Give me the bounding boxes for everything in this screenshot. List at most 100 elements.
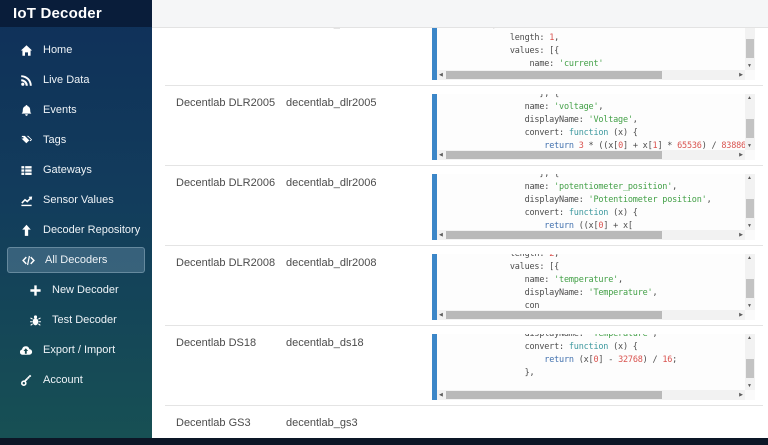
decoder-id: decentlab_gs3: [286, 417, 358, 429]
tags-icon: [18, 134, 34, 147]
code-preview[interactable]: length: 2, values: [{ name: 'temperature…: [432, 254, 755, 320]
sidebar-item-events[interactable]: Events: [0, 95, 152, 125]
scroll-right-icon[interactable]: ▶: [739, 392, 743, 398]
key-icon: [18, 374, 34, 387]
vertical-scrollbar[interactable]: ▲ ▼: [745, 94, 755, 150]
code-text: displayName: 'Temperature', convert: fun…: [437, 334, 745, 390]
code-text: }, { name: 'voltage', displayName: 'Volt…: [437, 94, 745, 150]
bottom-bar: [0, 438, 768, 445]
decoder-id: decentlab_dlr2006: [286, 177, 377, 189]
horizontal-scrollbar[interactable]: ◀ ▶: [437, 390, 745, 400]
code-line: length: 2,: [441, 254, 560, 259]
vertical-scrollbar-thumb[interactable]: [746, 38, 754, 58]
table-row[interactable]: Decentlab DLR2004 decentlab_dlr2004 { le…: [165, 6, 763, 86]
sidebar-item-test-decoder[interactable]: Test Decoder: [0, 305, 152, 335]
sidebar-item-decoder-repository[interactable]: Decoder Repository: [0, 215, 152, 245]
table-row[interactable]: Decentlab GS3 decentlab_gs3: [165, 406, 763, 445]
scrollbar-corner: [745, 390, 755, 400]
code-line: displayName: 'Temperature',: [441, 288, 658, 298]
code-line: name: 'potentiometer_position',: [441, 182, 678, 192]
scroll-down-icon[interactable]: ▼: [747, 143, 752, 149]
sidebar-item-all-decoders[interactable]: All Decoders: [7, 247, 145, 273]
code-viewport[interactable]: }, { name: 'potentiometer_position', dis…: [437, 174, 745, 230]
vertical-scrollbar-thumb[interactable]: [746, 358, 754, 378]
sidebar-item-tags[interactable]: Tags: [0, 125, 152, 155]
scroll-left-icon[interactable]: ◀: [439, 72, 443, 78]
scroll-right-icon[interactable]: ▶: [739, 232, 743, 238]
decoder-id: decentlab_dlr2005: [286, 97, 377, 109]
scrollbar-corner: [745, 150, 755, 160]
list-icon: [18, 164, 34, 177]
sidebar-item-live-data[interactable]: Live Data: [0, 65, 152, 95]
code-preview[interactable]: }, { name: 'potentiometer_position', dis…: [432, 174, 755, 240]
sidebar-item-sensor-values[interactable]: Sensor Values: [0, 185, 152, 215]
scroll-right-icon[interactable]: ▶: [739, 72, 743, 78]
code-viewport[interactable]: length: 2, values: [{ name: 'temperature…: [437, 254, 745, 310]
scroll-up-icon[interactable]: ▲: [747, 255, 752, 261]
sidebar-item-export-import[interactable]: Export / Import: [0, 335, 152, 365]
decoder-name: Decentlab GS3: [176, 417, 251, 429]
vertical-scrollbar[interactable]: ▲ ▼: [745, 254, 755, 310]
horizontal-scrollbar[interactable]: ◀ ▶: [437, 70, 745, 80]
code-viewport[interactable]: }, { name: 'voltage', displayName: 'Volt…: [437, 94, 745, 150]
arrow-up-icon: [18, 224, 34, 237]
horizontal-scrollbar[interactable]: ◀ ▶: [437, 230, 745, 240]
table-row[interactable]: Decentlab DLR2008 decentlab_dlr2008 leng…: [165, 246, 763, 326]
horizontal-scrollbar[interactable]: ◀ ▶: [437, 310, 745, 320]
code-accent-bar: [432, 334, 437, 400]
scroll-down-icon[interactable]: ▼: [747, 383, 752, 389]
sidebar-item-gateways[interactable]: Gateways: [0, 155, 152, 185]
code-line: convert: function (x) {: [441, 128, 638, 138]
table-row[interactable]: Decentlab DS18 decentlab_ds18 displayNam…: [165, 326, 763, 406]
scroll-left-icon[interactable]: ◀: [439, 392, 443, 398]
sidebar-item-home[interactable]: Home: [0, 35, 152, 65]
code-line: length: 1,: [441, 33, 560, 43]
scroll-up-icon[interactable]: ▲: [747, 95, 752, 101]
scroll-up-icon[interactable]: ▲: [747, 175, 752, 181]
scrollbar-corner: [745, 310, 755, 320]
decoder-table: Decentlab DLR2004 decentlab_dlr2004 { le…: [152, 6, 768, 445]
horizontal-scrollbar-thumb[interactable]: [446, 151, 662, 159]
code-line: values: [{: [441, 46, 560, 56]
scroll-down-icon[interactable]: ▼: [747, 303, 752, 309]
horizontal-scrollbar-thumb[interactable]: [446, 231, 662, 239]
vertical-scrollbar[interactable]: ▲ ▼: [745, 334, 755, 390]
scroll-right-icon[interactable]: ▶: [739, 152, 743, 158]
code-viewport[interactable]: displayName: 'Temperature', convert: fun…: [437, 334, 745, 390]
sidebar-item-label: Test Decoder: [52, 314, 117, 326]
code-preview[interactable]: { length: 1, values: [{ name: 'current' …: [432, 14, 755, 80]
vertical-scrollbar[interactable]: ▲ ▼: [745, 174, 755, 230]
scroll-left-icon[interactable]: ◀: [439, 232, 443, 238]
code-accent-bar: [432, 254, 437, 320]
code-line: return ((x[0] + x[: [544, 221, 633, 230]
code-accent-bar: [432, 94, 437, 160]
scroll-up-icon[interactable]: ▲: [747, 335, 752, 341]
sidebar-item-label: Sensor Values: [43, 194, 114, 206]
bell-icon: [18, 104, 34, 117]
sidebar-item-new-decoder[interactable]: New Decoder: [0, 275, 152, 305]
scroll-down-icon[interactable]: ▼: [747, 223, 752, 229]
table-row[interactable]: Decentlab DLR2005 decentlab_dlr2005 }, {…: [165, 86, 763, 166]
horizontal-scrollbar[interactable]: ◀ ▶: [437, 150, 745, 160]
horizontal-scrollbar-thumb[interactable]: [446, 311, 662, 319]
vertical-scrollbar-thumb[interactable]: [746, 118, 754, 138]
scroll-left-icon[interactable]: ◀: [439, 312, 443, 318]
decoder-name: Decentlab DLR2006: [176, 177, 276, 189]
vertical-scrollbar-thumb[interactable]: [746, 278, 754, 298]
sidebar-nav: Home Live Data Events Tags: [0, 27, 152, 395]
scroll-down-icon[interactable]: ▼: [747, 63, 752, 69]
scroll-left-icon[interactable]: ◀: [439, 152, 443, 158]
code-preview[interactable]: displayName: 'Temperature', convert: fun…: [432, 334, 755, 400]
horizontal-scrollbar-thumb[interactable]: [446, 71, 662, 79]
table-row[interactable]: Decentlab DLR2006 decentlab_dlr2006 }, {…: [165, 166, 763, 246]
code-preview[interactable]: }, { name: 'voltage', displayName: 'Volt…: [432, 94, 755, 160]
vertical-scrollbar-thumb[interactable]: [746, 198, 754, 218]
code-line: displayName: 'Potentiometer position',: [441, 195, 712, 205]
sidebar-item-account[interactable]: Account: [0, 365, 152, 395]
rss-icon: [18, 74, 34, 87]
horizontal-scrollbar-thumb[interactable]: [446, 391, 662, 399]
app-title: IoT Decoder: [0, 0, 152, 27]
scroll-right-icon[interactable]: ▶: [739, 312, 743, 318]
decoder-name: Decentlab DLR2008: [176, 257, 276, 269]
code-line: displayName: 'Temperature',: [441, 334, 658, 339]
